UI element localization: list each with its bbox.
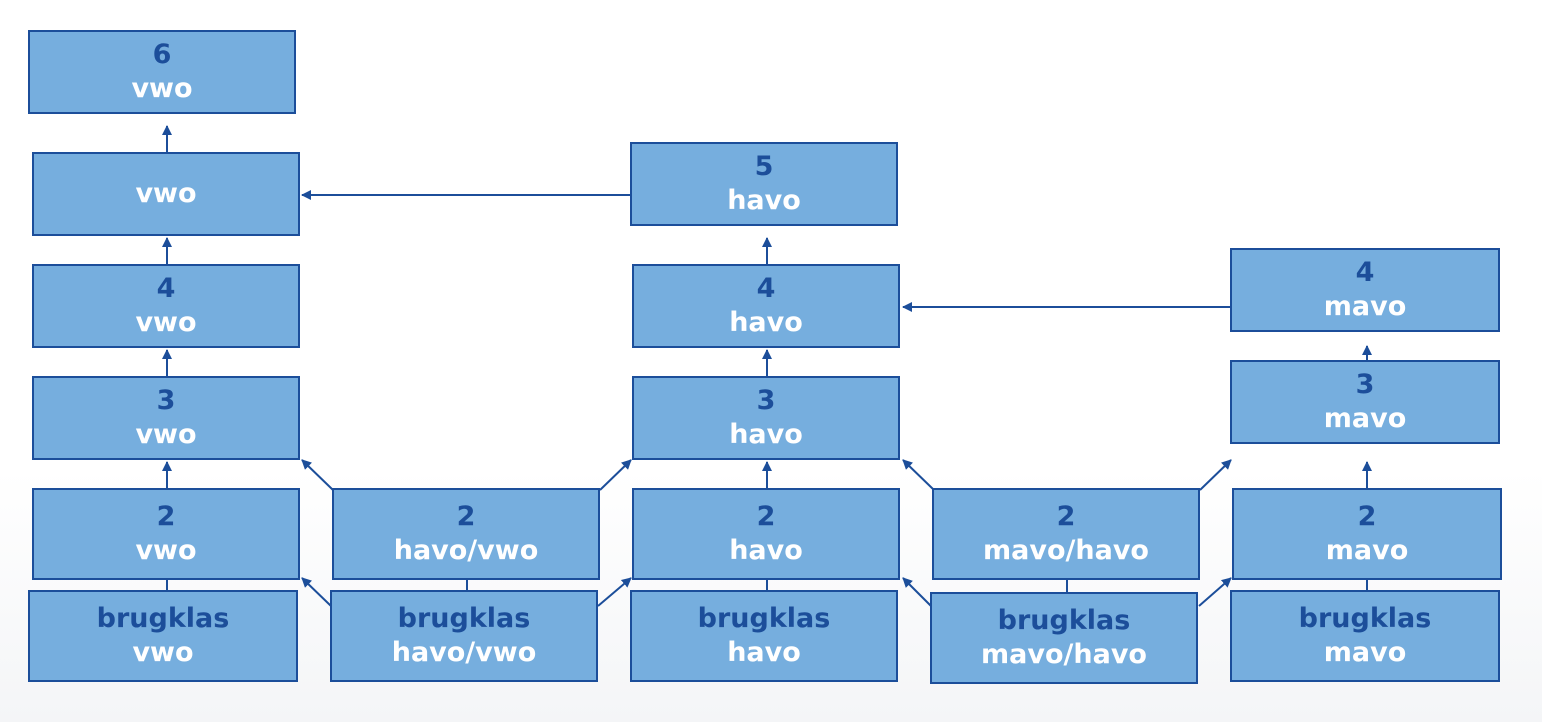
- box-level: havo: [727, 637, 801, 668]
- box-level: havo: [729, 535, 803, 566]
- box-brugklas-mavo: brugklas mavo: [1230, 590, 1500, 682]
- arrow-havovwo2-to-havo3: [599, 459, 632, 491]
- box-number: 4: [156, 273, 176, 304]
- box-vwo-year-4: 4 vwo: [32, 264, 300, 348]
- box-vwo-year-6: 6 vwo: [28, 30, 296, 114]
- box-havo-vwo-year-2: 2 havo/vwo: [332, 488, 600, 580]
- box-level: havo: [727, 185, 801, 216]
- box-havo-year-2: 2 havo: [632, 488, 900, 580]
- box-level: vwo: [135, 307, 197, 338]
- box-level: vwo: [135, 419, 197, 450]
- box-number: 3: [1355, 369, 1375, 400]
- box-level: havo/vwo: [393, 535, 539, 566]
- box-number: 3: [756, 385, 776, 416]
- box-brugklas-havo: brugklas havo: [630, 590, 898, 682]
- box-number: 4: [1355, 257, 1375, 288]
- box-havo-year-4: 4 havo: [632, 264, 900, 348]
- box-vwo-year-2: 2 vwo: [32, 488, 300, 580]
- arrow-havovwo2-to-vwo3: [301, 459, 334, 491]
- arrow-havovwobrug-to-vwo2: [301, 577, 332, 607]
- box-number: 6: [152, 39, 172, 70]
- box-mavo-year-3: 3 mavo: [1230, 360, 1500, 444]
- box-level: mavo: [1323, 637, 1407, 668]
- arrow-havovwobrug-to-havo2: [597, 577, 632, 607]
- box-level: havo: [729, 419, 803, 450]
- arrow-mavohavobrug-to-havo2: [902, 577, 932, 607]
- box-level: havo: [729, 307, 803, 338]
- box-vwo-year-5: vwo: [32, 152, 300, 236]
- box-brugklas-vwo: brugklas vwo: [28, 590, 298, 682]
- box-mavo-havo-year-2: 2 mavo/havo: [932, 488, 1200, 580]
- box-number: 5: [754, 151, 774, 182]
- box-brugklas-mavo-havo: brugklas mavo/havo: [930, 592, 1198, 684]
- box-number: 2: [756, 501, 776, 532]
- arrow-mavohavo2-to-havo3: [902, 459, 935, 491]
- box-number: 4: [756, 273, 776, 304]
- box-level: mavo: [1323, 291, 1407, 322]
- box-havo-year-3: 3 havo: [632, 376, 900, 460]
- arrow-mavohavo2-to-mavo3: [1199, 459, 1232, 491]
- box-level: havo/vwo: [391, 637, 537, 668]
- box-level: vwo: [131, 73, 193, 104]
- box-brugklas-label: brugklas: [1298, 603, 1432, 634]
- box-havo-year-5: 5 havo: [630, 142, 898, 226]
- box-brugklas-havo-vwo: brugklas havo/vwo: [330, 590, 598, 682]
- box-number: 2: [1357, 501, 1377, 532]
- box-brugklas-label: brugklas: [997, 605, 1131, 636]
- box-number: 3: [156, 385, 176, 416]
- box-number: 2: [456, 501, 476, 532]
- box-brugklas-label: brugklas: [697, 603, 831, 634]
- box-mavo-year-2: 2 mavo: [1232, 488, 1502, 580]
- arrow-mavohavobrug-to-mavo2: [1198, 577, 1232, 607]
- box-mavo-year-4: 4 mavo: [1230, 248, 1500, 332]
- box-level: mavo/havo: [981, 639, 1147, 670]
- box-level: vwo: [135, 178, 197, 209]
- box-level: mavo: [1325, 535, 1409, 566]
- box-level: mavo/havo: [983, 535, 1149, 566]
- box-number: 2: [156, 501, 176, 532]
- box-vwo-year-3: 3 vwo: [32, 376, 300, 460]
- box-brugklas-label: brugklas: [397, 603, 531, 634]
- box-level: mavo: [1323, 403, 1407, 434]
- box-brugklas-label: brugklas: [96, 603, 230, 634]
- box-level: vwo: [132, 637, 194, 668]
- box-level: vwo: [135, 535, 197, 566]
- box-number: 2: [1056, 501, 1076, 532]
